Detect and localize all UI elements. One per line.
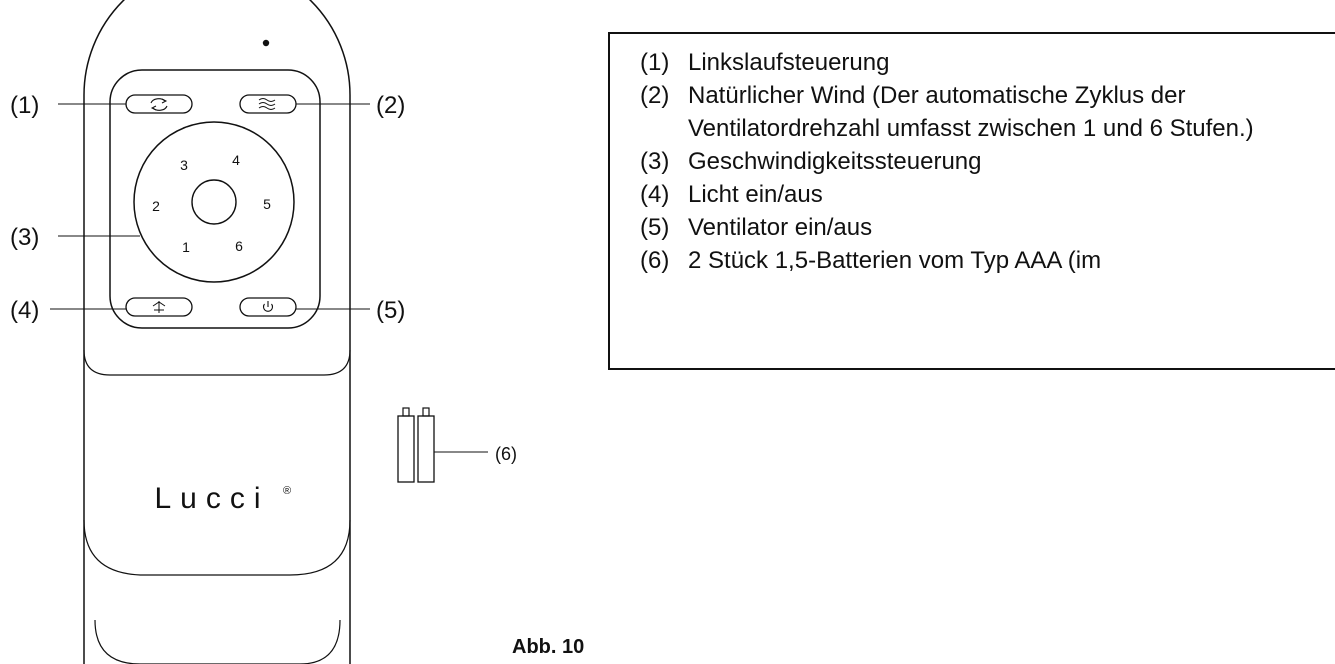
callout-label-2: (2) [376, 92, 406, 119]
rotation-arrows-icon [150, 98, 168, 111]
legend-text: Linkslaufsteuerung [688, 49, 890, 76]
legend-item-1: (1) Linkslaufsteuerung [640, 46, 1335, 79]
callout-label-6: (6) [495, 444, 517, 464]
legend-number: (6) [640, 247, 670, 274]
legend-text: 2 Stück 1,5-Batterien vom Typ AAA (im [688, 247, 1102, 274]
legend-list: (1) Linkslaufsteuerung (2) Natürlicher W… [610, 34, 1335, 277]
speed-center-button[interactable] [191, 179, 237, 225]
speed-number-3: 3 [180, 157, 188, 173]
remote-body [83, 0, 351, 664]
legend-item-4: (4) Licht ein/aus [640, 178, 1335, 211]
legend-number: (3) [640, 148, 670, 175]
legend-item-2: (2) Natürlicher Wind (Der automatische Z… [640, 79, 1335, 145]
speed-control-dial[interactable] [133, 121, 295, 283]
legend-text: Licht ein/aus [688, 181, 823, 208]
light-button[interactable] [125, 297, 193, 317]
legend-number: (1) [640, 49, 670, 76]
wind-waves-icon [258, 98, 276, 110]
legend-number: (4) [640, 181, 670, 208]
legend-text: Ventilator ein/aus [688, 214, 873, 241]
led-indicator [262, 39, 270, 47]
speed-number-2: 2 [152, 198, 160, 214]
remote-battery-cover [83, 349, 351, 376]
remote-bottom-end [94, 619, 341, 664]
remote-lower-body [83, 519, 351, 576]
aaa-batteries [397, 407, 435, 483]
legend-number: (2) [640, 82, 670, 109]
speed-number-1: 1 [182, 239, 190, 255]
callout-label-3: (3) [10, 224, 40, 251]
power-button[interactable] [239, 297, 297, 317]
legend-item-3: (3) Geschwindigkeitssteuerung [640, 145, 1335, 178]
legend-item-5: (5) Ventilator ein/aus [640, 211, 1335, 244]
callout-label-4: (4) [10, 297, 40, 324]
callout-label-5: (5) [376, 297, 406, 324]
natural-wind-button[interactable] [239, 94, 297, 114]
callout-label-1: (1) [10, 92, 40, 119]
legend-text: Natürlicher Wind (Der automatische Zyklu… [688, 82, 1254, 142]
speed-number-5: 5 [263, 196, 271, 212]
legend-item-6: (6) 2 Stück 1,5-Batterien vom Typ AAA (i… [640, 244, 1335, 277]
figure-caption: Abb. 10 [512, 636, 585, 658]
light-icon [152, 301, 166, 313]
speed-number-6: 6 [235, 238, 243, 254]
brand-logo: Lucci [154, 482, 269, 515]
speed-number-4: 4 [232, 152, 240, 168]
button-panel [109, 69, 321, 329]
legend-box: (1) Linkslaufsteuerung (2) Natürlicher W… [608, 32, 1335, 370]
brand-registered-mark: ® [283, 485, 291, 497]
reverse-button[interactable] [125, 94, 193, 114]
legend-number: (5) [640, 214, 670, 241]
power-icon [262, 301, 274, 312]
legend-text: Geschwindigkeitssteuerung [688, 148, 982, 175]
